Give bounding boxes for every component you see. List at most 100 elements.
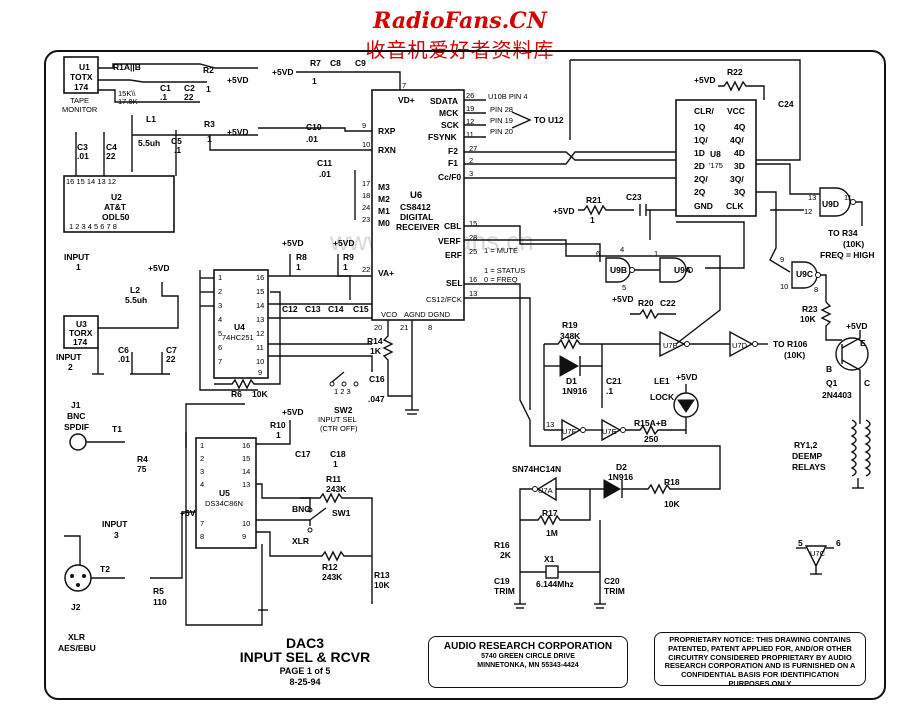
r8-label: R8 bbox=[296, 252, 307, 262]
r2-label: R2 bbox=[203, 65, 214, 75]
c24-label: C24 bbox=[778, 99, 794, 109]
c5-value: .1 bbox=[174, 145, 181, 155]
c13-label: C13 bbox=[305, 304, 321, 314]
lock-label: LOCK bbox=[650, 392, 675, 402]
sw1-xlr: XLR bbox=[292, 536, 309, 546]
u4-pin3: 3 bbox=[218, 301, 222, 310]
j2-connector bbox=[64, 564, 92, 592]
u6-mck: MCK bbox=[439, 108, 459, 118]
u9a-gate bbox=[659, 257, 687, 283]
c2-label: C2 bbox=[184, 83, 195, 93]
c12-label: C12 bbox=[282, 304, 298, 314]
u6-f2: F2 bbox=[448, 146, 458, 156]
company-address1: 5740 GREEN CIRCLE DRIVE bbox=[481, 653, 575, 660]
u1-box bbox=[63, 56, 99, 94]
u6-pin27: 27 bbox=[469, 144, 477, 153]
u9c-label: U9C bbox=[796, 269, 813, 279]
u5-pin3: 3 bbox=[200, 467, 204, 476]
freq-high-note: FREQ = HIGH bbox=[820, 250, 875, 260]
u9a-pin1: 1 bbox=[654, 249, 658, 258]
r16-label: R16 bbox=[494, 540, 510, 550]
r19-value: 348K bbox=[560, 331, 581, 341]
status-note: 1 = STATUS bbox=[484, 266, 525, 275]
u6-pin20: 20 bbox=[374, 323, 382, 332]
u6-cs12: CS12/FCK bbox=[426, 295, 462, 304]
c8-label: C8 bbox=[330, 58, 341, 68]
u6-pin26: 26 bbox=[466, 91, 474, 100]
c23-label: C23 bbox=[626, 192, 642, 202]
to-u12: TO U12 bbox=[534, 115, 564, 125]
u5-box bbox=[195, 437, 257, 549]
r18-label: R18 bbox=[664, 477, 680, 487]
u5-part: DS34C86N bbox=[205, 499, 243, 508]
u4-part: 74HC251 bbox=[222, 333, 254, 342]
q1-supply: +5VD bbox=[846, 321, 868, 331]
u6-pin28: 28 bbox=[469, 233, 477, 242]
u2-num: ODL50 bbox=[102, 212, 130, 222]
u1-part: TOTX bbox=[70, 72, 93, 82]
r2-value: 1 bbox=[206, 84, 211, 94]
u5-pin14: 14 bbox=[242, 467, 250, 476]
u9b-label: U9B bbox=[610, 265, 627, 275]
c19-label: C19 bbox=[494, 576, 510, 586]
relay-coil-1 bbox=[850, 419, 857, 477]
u1-num: 174 bbox=[74, 82, 88, 92]
u4-pin16: 16 bbox=[256, 273, 264, 282]
u9b-pin5: 5 bbox=[622, 283, 626, 292]
u6-part: CS8412 bbox=[400, 202, 431, 212]
bnc-label: BNC bbox=[67, 411, 85, 421]
r3-label: R3 bbox=[204, 119, 215, 129]
u6-m1: M1 bbox=[378, 206, 390, 216]
proprietary-notice: PROPRIETARY NOTICE: THIS DRAWING CONTAIN… bbox=[654, 632, 866, 688]
u6-agnd: AGND bbox=[404, 310, 426, 319]
u6-sdata: SDATA bbox=[430, 96, 458, 106]
u4-pin1: 1 bbox=[218, 273, 222, 282]
d1-label: D1 bbox=[566, 376, 577, 386]
r6-value: 10K bbox=[252, 389, 268, 399]
t2-label: T2 bbox=[100, 564, 110, 574]
j1-connector bbox=[69, 433, 87, 451]
q1-c: C bbox=[864, 378, 870, 388]
r14-label: R14 bbox=[367, 336, 383, 346]
u4-pin2: 2 bbox=[218, 287, 222, 296]
title-line1: DAC3 bbox=[285, 635, 325, 651]
u9b-pin6: 6 bbox=[596, 249, 600, 258]
u6-m0: M0 bbox=[378, 218, 390, 228]
company-box: AUDIO RESEARCH CORPORATION 5740 GREEN CI… bbox=[428, 636, 628, 688]
drawing-date: 8-25-94 bbox=[289, 677, 321, 687]
u6-pin25: 25 bbox=[469, 247, 477, 256]
r21-supply: +5VD bbox=[553, 206, 575, 216]
l2-value: 5.5uh bbox=[125, 295, 147, 305]
u6-pin7: 7 bbox=[402, 81, 406, 90]
to-r34: TO R34 bbox=[828, 228, 858, 238]
u6-label: U6 bbox=[410, 190, 422, 201]
c21-label: C21 bbox=[606, 376, 622, 386]
u4-pin13: 13 bbox=[256, 315, 264, 324]
u6-vdp: VD+ bbox=[398, 95, 415, 105]
r15-label: R15A+B bbox=[634, 418, 667, 428]
u2-box bbox=[63, 175, 175, 233]
u4-pin14: 14 bbox=[256, 301, 264, 310]
r15-value: 250 bbox=[644, 434, 658, 444]
u8-3q: 3Q bbox=[734, 187, 746, 197]
tape-label: TAPE bbox=[70, 96, 89, 105]
u7c-label: U7C bbox=[810, 549, 826, 558]
input3-label: INPUT bbox=[102, 519, 128, 529]
input2-label: INPUT bbox=[56, 352, 82, 362]
drawing-border bbox=[44, 50, 886, 700]
u6-pin11: 11 bbox=[466, 130, 474, 139]
r20-supply: +5VD bbox=[612, 294, 634, 304]
u6-rxp: RXP bbox=[378, 126, 396, 136]
relays-label: RELAYS bbox=[792, 462, 826, 472]
u4-pin5: 5 bbox=[218, 329, 222, 338]
c15-label: C15 bbox=[353, 304, 369, 314]
u6-desc1: DIGITAL bbox=[400, 212, 433, 222]
u7d-gate bbox=[729, 330, 754, 358]
j1-label: J1 bbox=[71, 400, 81, 410]
company-name: AUDIO RESEARCH CORPORATION bbox=[443, 641, 613, 652]
u5-pin8: 8 bbox=[200, 532, 204, 541]
pin19-ref: PIN 19 bbox=[490, 116, 513, 125]
d2-value: 1N916 bbox=[608, 472, 633, 482]
u2-part: AT&T bbox=[104, 202, 127, 212]
